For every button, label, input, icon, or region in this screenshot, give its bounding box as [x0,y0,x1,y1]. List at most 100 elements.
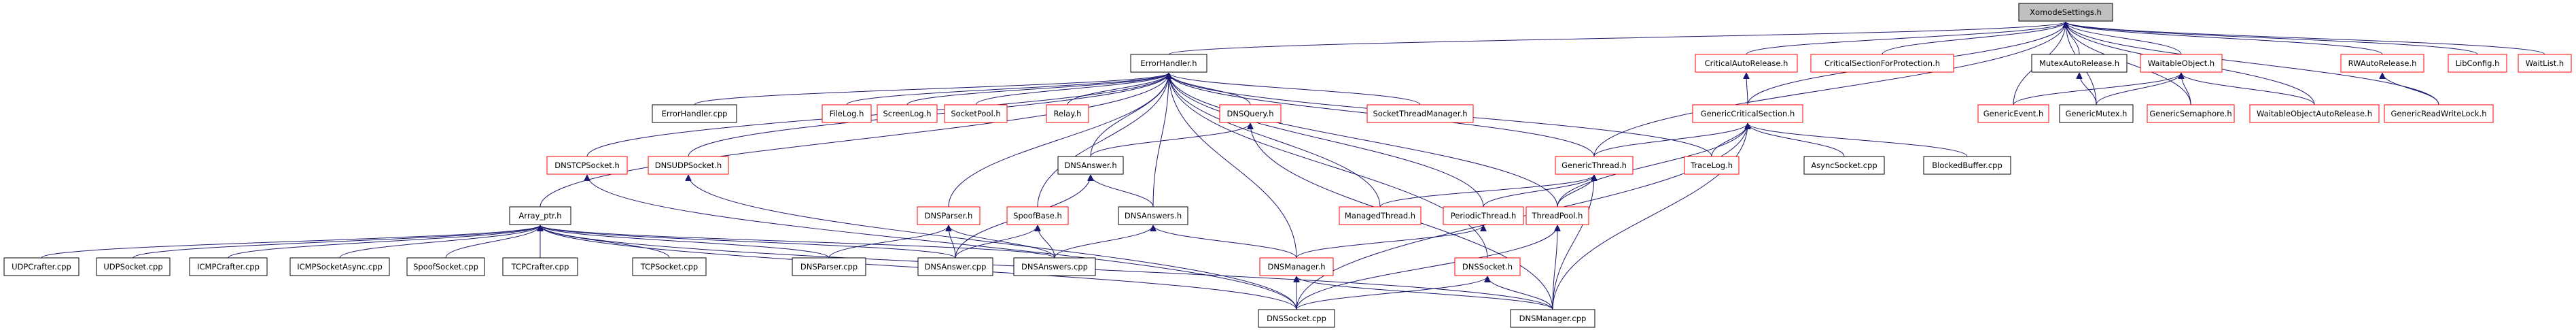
node-box [2249,104,2380,123]
node-label: GenericCriticalSection.h [1701,109,1795,118]
edge-managedthread-h-to-errorhandler-h [1169,73,1381,208]
node-icmpcrafter-cpp[interactable]: ICMPCrafter.cpp [189,257,268,276]
node-dnsanswers-h[interactable]: DNSAnswers.h [1118,206,1188,225]
node-filelog-h[interactable]: FileLog.h [822,104,872,123]
node-dnsanswer-cpp[interactable]: DNSAnswer.cpp [917,257,993,276]
edge-threadpool-h-to-genericthread-h [1557,174,1594,208]
node-udpcrafter-cpp[interactable]: UDPCrafter.cpp [3,257,80,276]
node-label: RWAutoRelease.h [2348,59,2417,68]
node-box [2140,54,2223,73]
node-asyncsocket-cpp[interactable]: AsyncSocket.cpp [1803,156,1885,175]
edge-filelog-h-to-errorhandler-h [846,72,1169,105]
edge-genericthread-h-to-xomodesettings-h [1593,22,2066,157]
node-waitableobjectautorelease-h[interactable]: WaitableObjectAutoRelease.h [2249,104,2380,123]
edge-dnsquery-h-to-errorhandler-h [1169,72,1251,105]
edge-genericthread-h-to-genericcriticalsection-h [1593,122,1748,157]
edge-relay-h-to-errorhandler-h [1067,72,1169,105]
node-socketpool-h[interactable]: SocketPool.h [944,104,1008,123]
node-dnsparser-cpp[interactable]: DNSParser.cpp [792,257,866,276]
edge-socketthreadmanager-h-to-errorhandler-h [1169,72,1421,105]
node-box [1454,257,1521,276]
node-dnssocket-cpp[interactable]: DNSSocket.cpp [1258,309,1335,328]
node-dnsanswers-cpp[interactable]: DNSAnswers.cpp [1013,257,1096,276]
node-label: WaitList.h [2526,59,2564,68]
node-box [2018,3,2113,22]
node-waitlist-h[interactable]: WaitList.h [2518,54,2572,73]
node-box [792,257,866,276]
node-socketthreadmanager-h[interactable]: SocketThreadManager.h [1366,104,1474,123]
edge-dnsmanager-cpp-to-genericthread-h [1552,175,1594,310]
node-xomodesettings-h[interactable]: XomodeSettings.h [2018,3,2113,22]
node-criticalautorelease-h[interactable]: CriticalAutoRelease.h [1695,54,1798,73]
edge-threadpool-h-to-genericcriticalsection-h [1557,123,1748,208]
edge-dnsanswer-cpp-to-array-ptr-h [540,225,956,259]
edge-dnsparser-cpp-to-array-ptr-h [540,225,830,259]
node-label: ErrorHandler.h [1140,59,1197,68]
node-dnsanswer-h[interactable]: DNSAnswer.h [1057,156,1124,175]
node-label: XomodeSettings.h [2030,7,2102,17]
node-tcpsocket-cpp[interactable]: TCPSocket.cpp [632,257,707,276]
node-blockedbuffer-cpp[interactable]: BlockedBuffer.cpp [1923,156,2011,175]
node-dnsmanager-cpp[interactable]: DNSManager.cpp [1510,309,1595,328]
edge-dnsanswers-cpp-to-dnsparser-h [949,225,1055,259]
node-label: WaitableObjectAutoRelease.h [2257,109,2372,118]
node-genericevent-h[interactable]: GenericEvent.h [1977,104,2049,123]
node-label: GenericSemaphore.h [2149,109,2231,118]
node-errorhandler-cpp[interactable]: ErrorHandler.cpp [652,104,737,123]
node-box [1258,309,1335,328]
node-tracelog-h[interactable]: TraceLog.h [1684,156,1740,175]
node-genericmutex-h[interactable]: GenericMutex.h [2059,104,2134,123]
node-box [509,206,571,225]
node-errorhandler-h[interactable]: ErrorHandler.h [1130,54,1207,73]
node-genericsemaphore-h[interactable]: GenericSemaphore.h [2147,104,2235,123]
edge-threadpool-h-to-errorhandler-h [1169,73,1558,208]
node-spoofbase-h[interactable]: SpoofBase.h [1006,206,1069,225]
node-box [189,257,268,276]
node-dnsmanager-h[interactable]: DNSManager.h [1259,257,1334,276]
node-libconfig-h[interactable]: LibConfig.h [2448,54,2507,73]
edge-genericreadwritelock-h-to-xomodesettings-h [2066,22,2439,105]
node-array-ptr-h[interactable]: Array_ptr.h [509,206,571,225]
node-managedthread-h[interactable]: ManagedThread.h [1339,206,1422,225]
node-label: MutexAutoRelease.h [2039,59,2119,68]
node-tcpcrafter-cpp[interactable]: TCPCrafter.cpp [502,257,578,276]
node-periodicthread-h[interactable]: PeriodicThread.h [1443,206,1524,225]
node-box [1803,156,1885,175]
edge-dnsanswers-cpp-to-array-ptr-h [540,225,1055,259]
node-screenlog-h[interactable]: ScreenLog.h [877,104,938,123]
edge-waitableobject-h-to-xomodesettings-h [2066,21,2182,55]
node-criticalsectionforprotection-h[interactable]: CriticalSectionForProtection.h [1810,54,1954,73]
node-relay-h[interactable]: Relay.h [1046,104,1089,123]
node-spoofsocket-cpp[interactable]: SpoofSocket.cpp [406,257,485,276]
node-dnssocket-h[interactable]: DNSSocket.h [1454,257,1521,276]
node-label: SocketThreadManager.h [1373,109,1468,118]
edge-udpsocket-cpp-to-array-ptr-h [133,225,540,259]
node-dnsquery-h[interactable]: DNSQuery.h [1219,104,1282,123]
node-label: UDPSocket.cpp [103,262,162,271]
edge-dnsparser-cpp-to-dnsparser-h [828,225,949,259]
node-box [632,257,707,276]
node-waitableobject-h[interactable]: WaitableObject.h [2140,54,2223,73]
node-box [1366,104,1474,123]
node-label: ManagedThread.h [1345,211,1415,220]
edge-genericevent-h-to-waitableobject-h [2013,72,2181,105]
node-box [1692,104,1803,123]
node-dnstcpsocket-h[interactable]: DNSTCPSocket.h [546,156,628,175]
node-dnsudpsocket-h[interactable]: DNSUDPSocket.h [648,156,729,175]
node-icmpsocketasync-cpp[interactable]: ICMPSocketAsync.cpp [289,257,390,276]
node-udpsocket-cpp[interactable]: UDPSocket.cpp [96,257,171,276]
node-box [822,104,872,123]
node-genericreadwritelock-h[interactable]: GenericReadWriteLock.h [2384,104,2494,123]
edge-dnsmanager-h-to-errorhandler-h [1169,73,1297,259]
node-genericcriticalsection-h[interactable]: GenericCriticalSection.h [1692,104,1803,123]
node-mutexautorelease-h[interactable]: MutexAutoRelease.h [2031,54,2128,73]
node-box [1555,156,1634,175]
node-label: DNSParser.h [925,211,973,220]
node-rwautorelease-h[interactable]: RWAutoRelease.h [2340,54,2424,73]
node-dnsparser-h[interactable]: DNSParser.h [917,206,981,225]
node-genericthread-h[interactable]: GenericThread.h [1555,156,1634,175]
node-label: GenericMutex.h [2066,109,2128,118]
node-threadpool-h[interactable]: ThreadPool.h [1525,206,1589,225]
node-box [2059,104,2134,123]
node-label: GenericEvent.h [1983,109,2044,118]
